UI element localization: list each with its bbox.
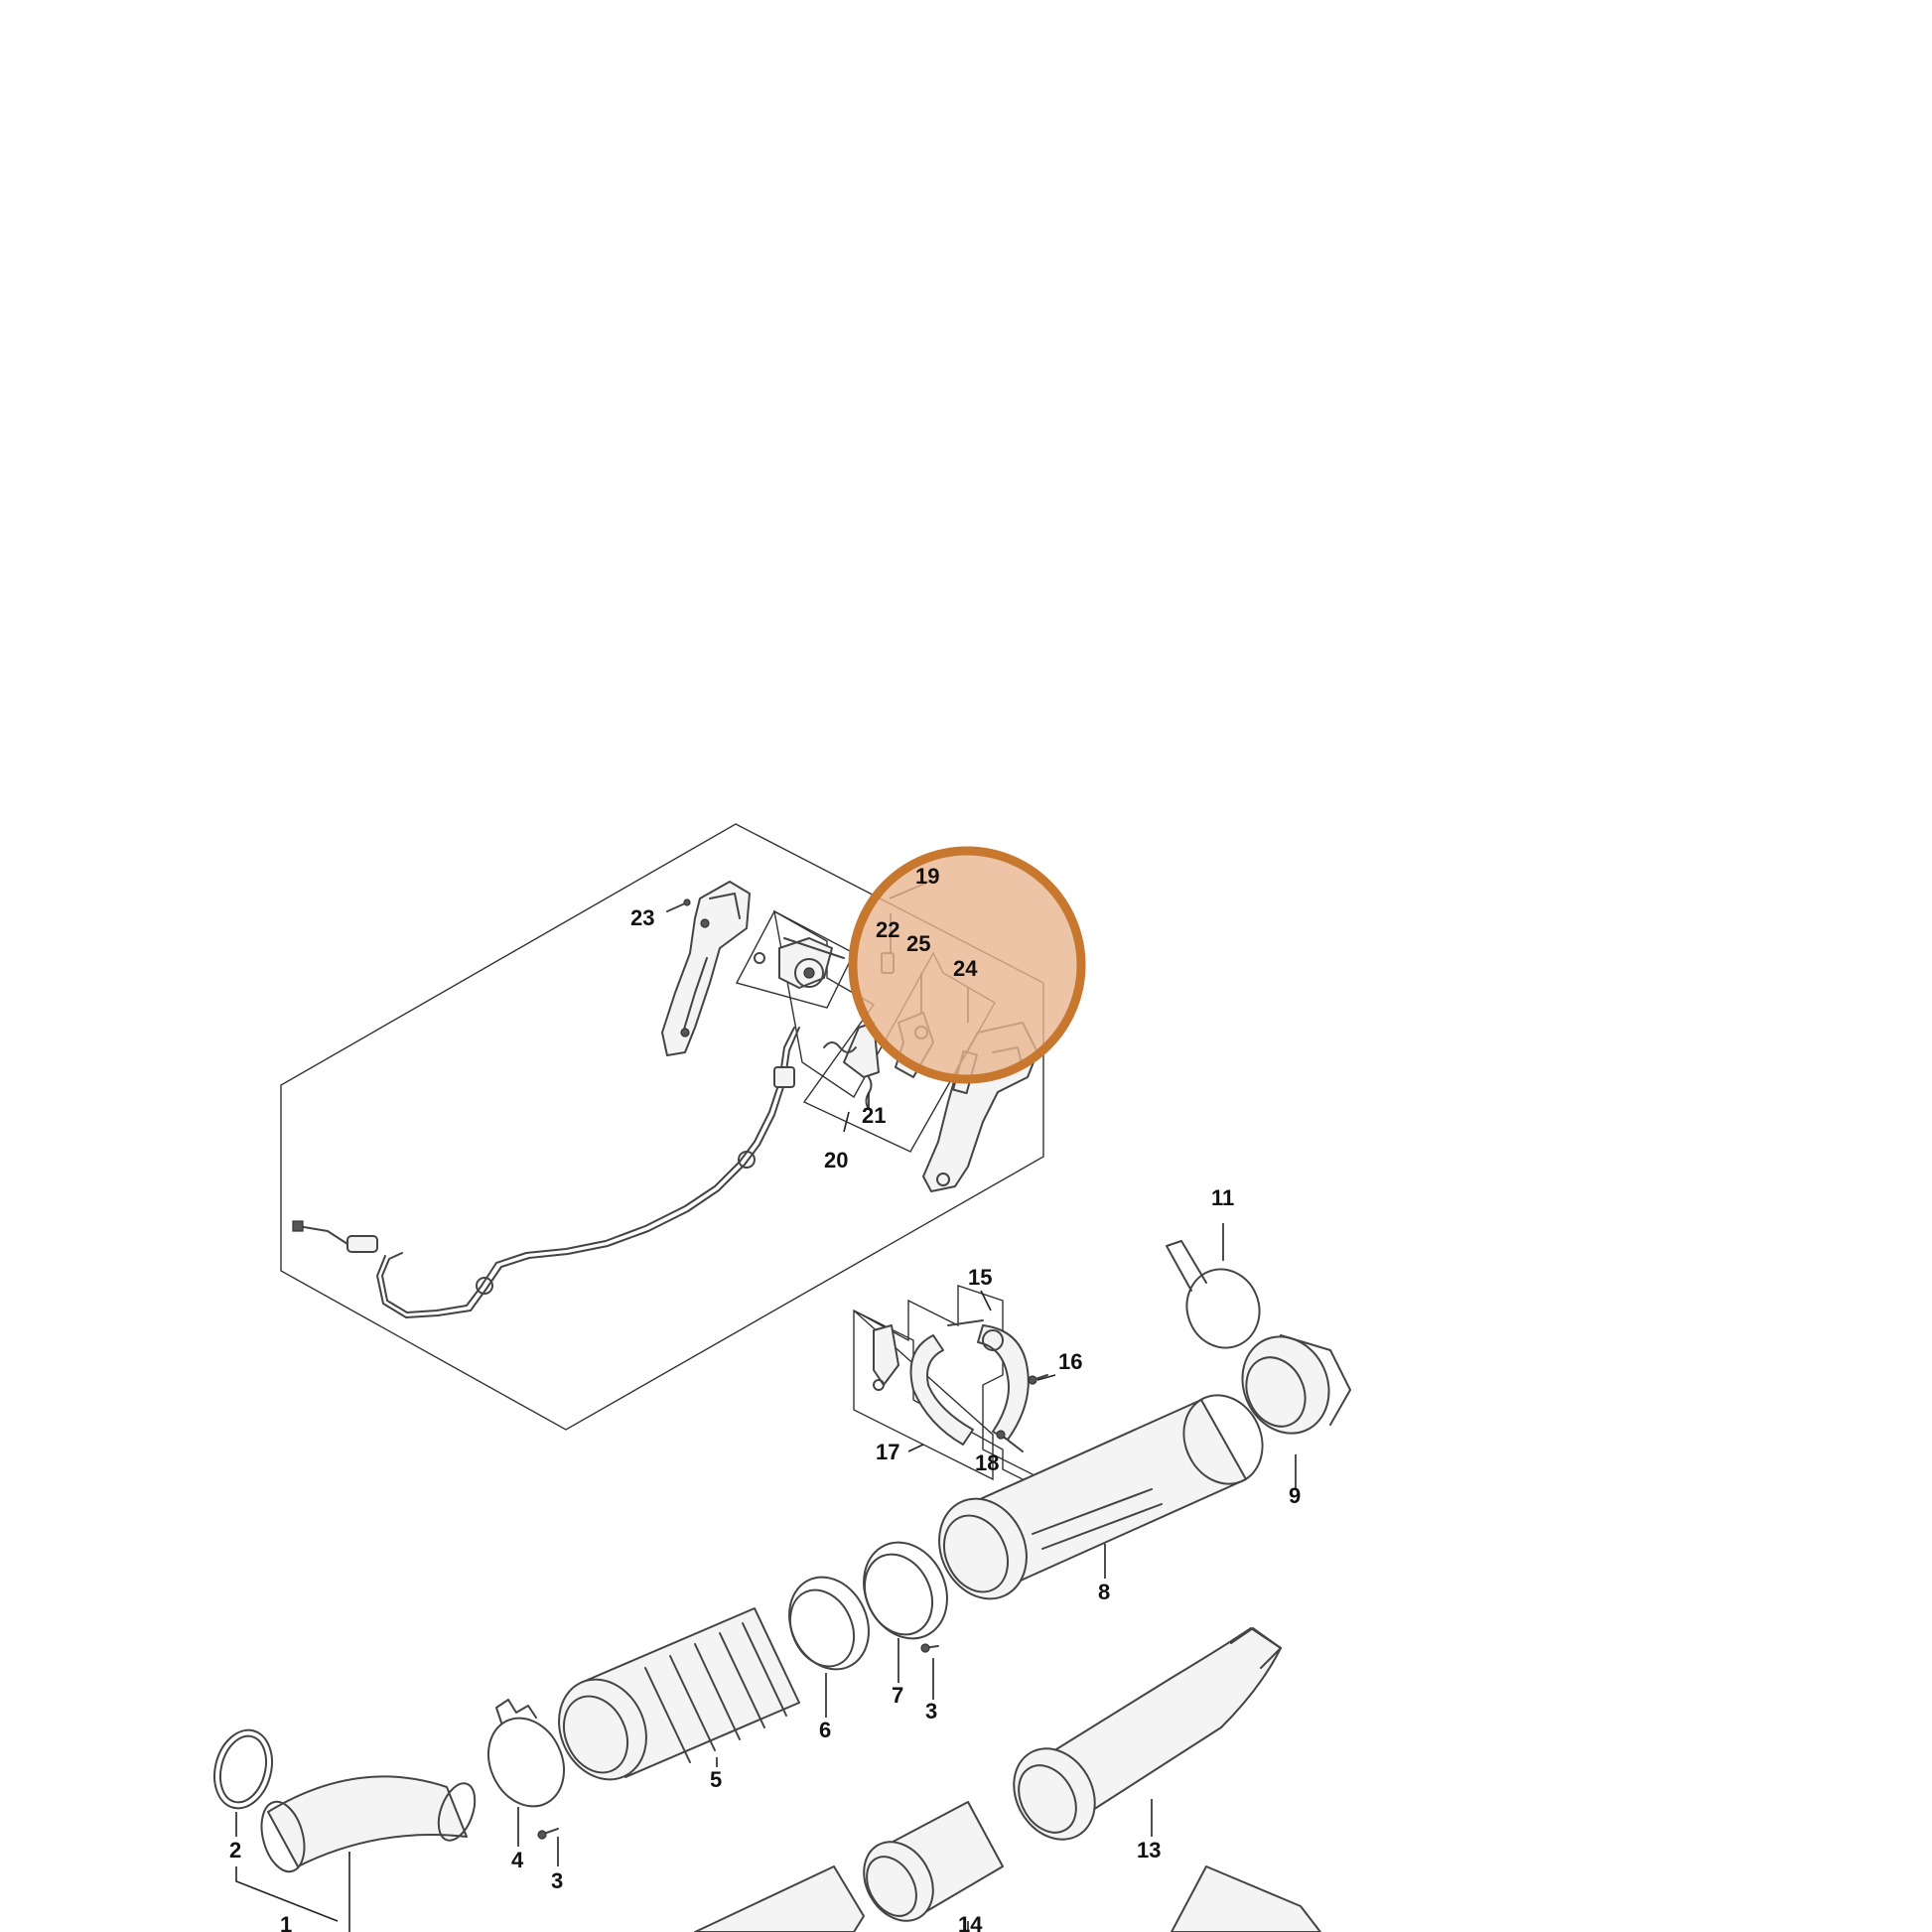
- label-19: 19: [915, 864, 939, 889]
- label-5: 5: [710, 1767, 722, 1792]
- label-1: 1: [280, 1912, 292, 1932]
- label-7: 7: [892, 1683, 903, 1708]
- screw-3-lower: [537, 1828, 559, 1840]
- part-labels: 19 23 22 25 24 21 20 11 15 16 17 18 9 8 …: [229, 864, 1301, 1932]
- tube-extension: [694, 1801, 1321, 1932]
- screw-23: [666, 898, 691, 912]
- label-23: 23: [630, 905, 654, 930]
- screw-18: [996, 1430, 1024, 1452]
- label-16: 16: [1058, 1349, 1082, 1374]
- nozzle-13: [1013, 1627, 1282, 1841]
- ring-6: [788, 1576, 870, 1671]
- label-20: 20: [824, 1148, 848, 1173]
- label-3b: 3: [551, 1868, 563, 1893]
- label-3a: 3: [925, 1699, 937, 1724]
- label-8: 8: [1098, 1580, 1110, 1604]
- elbow-pipe-1: [260, 1775, 477, 1873]
- label-17: 17: [876, 1440, 899, 1464]
- label-2: 2: [229, 1838, 241, 1863]
- label-9: 9: [1289, 1483, 1301, 1508]
- lever-clip: [873, 1324, 899, 1391]
- nut-9: [1241, 1334, 1351, 1435]
- label-21: 21: [862, 1103, 886, 1128]
- handle-housing-left: [661, 881, 751, 1056]
- screw-16: [1028, 1374, 1048, 1385]
- bellows-5: [558, 1607, 800, 1781]
- clamp-15: [909, 1319, 1030, 1446]
- label-22: 22: [876, 917, 899, 942]
- label-15: 15: [968, 1265, 992, 1290]
- tube-8: [938, 1394, 1264, 1600]
- label-11: 11: [1211, 1185, 1234, 1210]
- highlight-circle: [848, 846, 1086, 1084]
- label-24: 24: [953, 956, 978, 981]
- ring-7: [863, 1541, 948, 1640]
- trigger-mechanism: [754, 937, 845, 989]
- wire-harness: [292, 1027, 800, 1318]
- label-25: 25: [906, 931, 930, 956]
- clamp-4: [487, 1699, 565, 1808]
- label-14: 14: [958, 1912, 983, 1932]
- o-ring-2: [213, 1728, 273, 1810]
- screw-3-upper: [920, 1643, 939, 1653]
- label-13: 13: [1137, 1838, 1161, 1863]
- label-18: 18: [975, 1450, 999, 1475]
- label-6: 6: [819, 1718, 831, 1742]
- label-4: 4: [511, 1848, 524, 1872]
- ring-11: [1166, 1240, 1261, 1349]
